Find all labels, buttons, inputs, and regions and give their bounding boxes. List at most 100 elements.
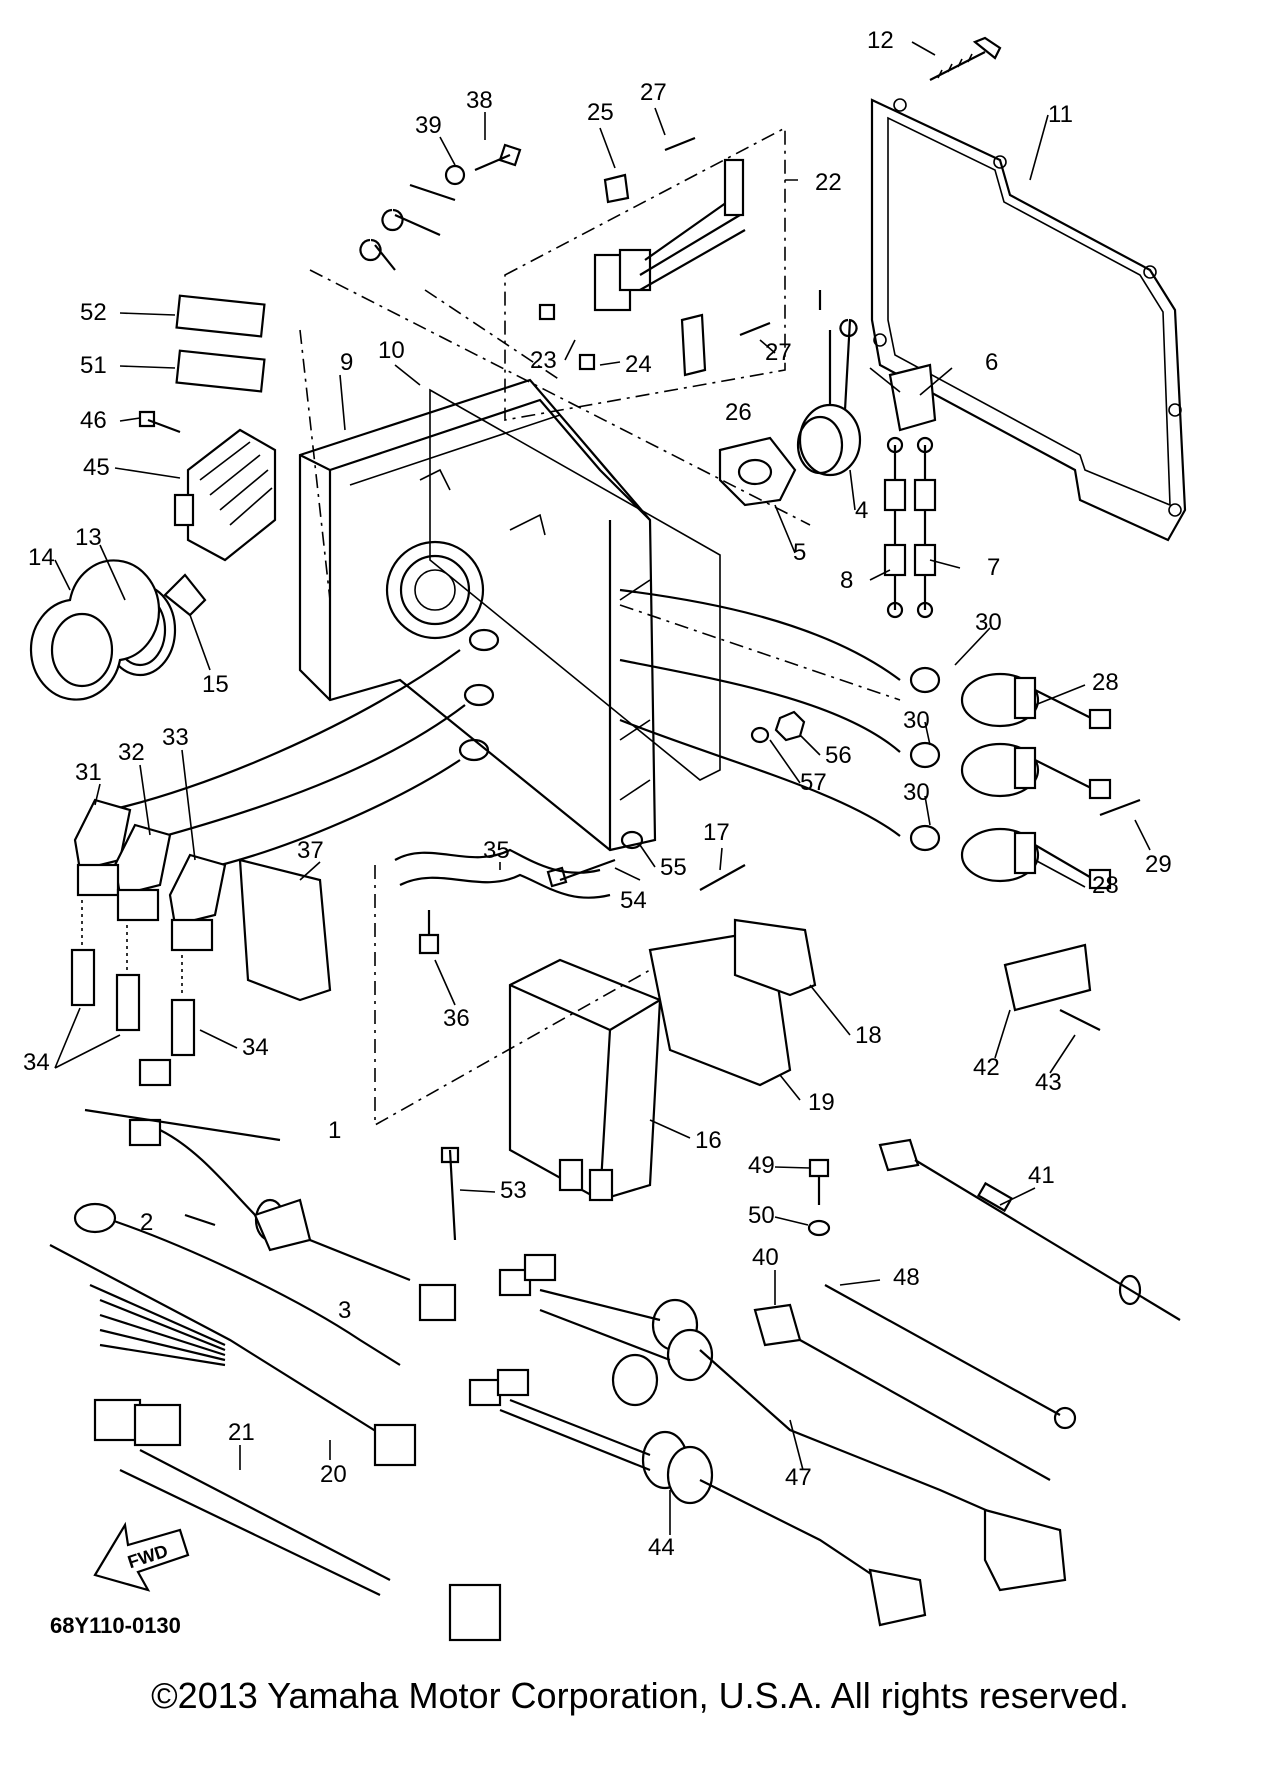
terminal-leads (359, 183, 456, 271)
callout-19: 19 (808, 1089, 835, 1116)
diagram-code: 68Y110-0130 (50, 1613, 181, 1638)
callout-45: 45 (83, 454, 110, 481)
spark-plugs (70, 900, 196, 1057)
callout-55: 55 (660, 854, 687, 881)
callout-53: 53 (500, 1177, 527, 1204)
washer-57 (750, 726, 770, 744)
bracket-26 (680, 313, 707, 377)
callout-2: 2 (140, 1209, 153, 1236)
bolt-49 (808, 1158, 830, 1205)
callout-leaders (54, 41, 1151, 1535)
callout-52: 52 (80, 299, 107, 326)
gasket-frame (870, 98, 1187, 542)
relay-4 (796, 290, 862, 477)
bracket-5 (718, 436, 797, 507)
callout-34: 34 (23, 1049, 50, 1076)
callout-24: 24 (625, 351, 652, 378)
callout-26: 26 (725, 399, 752, 426)
bracket-42 (1003, 943, 1092, 1012)
wire-harness-1 (84, 1058, 457, 1322)
forward-arrow: FWD (93, 1521, 190, 1592)
callout-35: 35 (483, 837, 510, 864)
terminal-6 (888, 363, 937, 432)
callout-28: 28 (1092, 669, 1119, 696)
callout-37: 37 (297, 837, 324, 864)
callout-33: 33 (162, 724, 189, 751)
callout-47: 47 (785, 1464, 812, 1491)
screw-43 (1059, 1009, 1101, 1031)
bolt-2 (184, 1213, 216, 1227)
callout-13: 13 (75, 524, 102, 551)
callout-14: 14 (28, 544, 55, 571)
callout-27: 27 (640, 79, 667, 106)
connector-40 (753, 1303, 802, 1347)
callout-40: 40 (752, 1244, 779, 1271)
fuse-holders (883, 436, 937, 619)
callout-16: 16 (695, 1127, 722, 1154)
cable-3 (79, 1208, 401, 1366)
callout-25: 25 (587, 99, 614, 126)
callout-15: 15 (202, 671, 229, 698)
cable-tie (440, 1146, 460, 1241)
screw-12 (929, 36, 1002, 81)
cable-3-end (73, 1202, 117, 1234)
cap-and-gasket (29, 559, 177, 701)
callout-18: 18 (855, 1022, 882, 1049)
washer-55 (620, 830, 644, 850)
callout-31: 31 (75, 759, 102, 786)
cdi-unit (508, 958, 662, 1202)
callout-6: 6 (985, 349, 998, 376)
callout-10: 10 (378, 337, 405, 364)
callout-27: 27 (765, 339, 792, 366)
callout-1: 1 (328, 1117, 341, 1144)
callout-41: 41 (1028, 1162, 1055, 1189)
callout-12: 12 (867, 27, 894, 54)
screw-27-mid (739, 321, 771, 337)
bolt-54 (546, 858, 616, 888)
callout-5: 5 (793, 539, 806, 566)
washer-39 (444, 164, 466, 186)
callout-48: 48 (893, 1264, 920, 1291)
callout-43: 43 (1035, 1069, 1062, 1096)
callout-39: 39 (415, 112, 442, 139)
callout-30: 30 (903, 707, 930, 734)
callout-34: 34 (242, 1034, 269, 1061)
callout-51: 51 (80, 352, 107, 379)
spark-plug-caps (73, 649, 466, 952)
callout-23: 23 (530, 347, 557, 374)
callout-49: 49 (748, 1152, 775, 1179)
callout-30: 30 (975, 609, 1002, 636)
callout-50: 50 (748, 1202, 775, 1229)
callout-numbers: 1 2 3 4 5 6 7 8 9 10 11 12 13 14 15 16 1… (23, 27, 1172, 1561)
bolt-46 (138, 410, 181, 434)
callout-22: 22 (815, 169, 842, 196)
callout-36: 36 (443, 1005, 470, 1032)
seal-ring (429, 388, 721, 781)
label-51 (175, 349, 266, 393)
copyright-notice: ©2013 Yamaha Motor Corporation, U.S.A. A… (151, 1675, 1129, 1716)
callout-32: 32 (118, 739, 145, 766)
callout-3: 3 (338, 1297, 351, 1324)
label-52 (175, 294, 266, 338)
cable-48 (799, 1284, 1061, 1481)
callout-17: 17 (703, 819, 730, 846)
callout-29: 29 (1145, 851, 1172, 878)
electrical-box-case (298, 378, 657, 852)
callout-8: 8 (840, 567, 853, 594)
callout-21: 21 (228, 1419, 255, 1446)
screw-27-top (664, 136, 696, 152)
callout-9: 9 (340, 349, 353, 376)
callout-54: 54 (620, 887, 647, 914)
connector-23-24 (538, 158, 746, 371)
callout-44: 44 (648, 1534, 675, 1561)
callout-20: 20 (320, 1461, 347, 1488)
bolt-36 (418, 910, 440, 955)
cable-48-end (1053, 1406, 1077, 1430)
wire-harness-21 (93, 1398, 502, 1642)
bolt-38 (474, 143, 522, 172)
clip-15 (163, 573, 207, 617)
washer-50 (807, 1219, 831, 1237)
callout-56: 56 (825, 742, 852, 769)
callout-57: 57 (800, 769, 827, 796)
